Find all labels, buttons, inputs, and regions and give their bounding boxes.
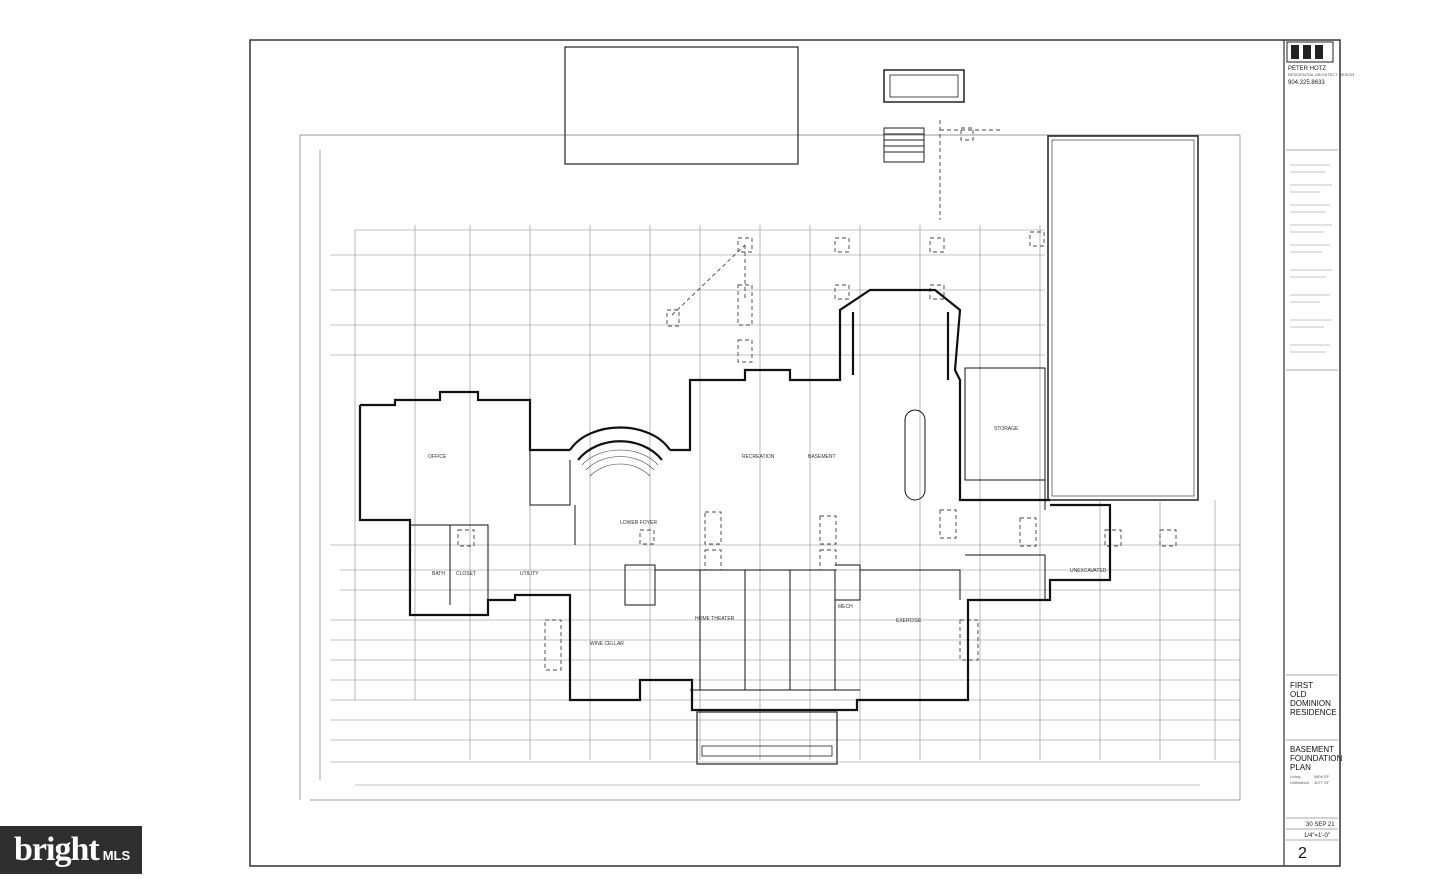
area-unfinished-label: Unfinished — [1290, 780, 1309, 785]
area-living-label: Living — [1290, 774, 1300, 779]
room-home-theater: HOME THEATER — [695, 616, 735, 622]
sheet-title-line-2: FOUNDATION — [1290, 754, 1343, 763]
room-recreation: RECREATION — [742, 454, 775, 460]
room-lower-foyer: LOWER FOYER — [620, 520, 657, 526]
foundation-walls — [358, 288, 1112, 712]
setback-lines — [299, 134, 1241, 801]
right-slab-rect — [1047, 135, 1199, 501]
room-unexcavated: UNEXCAVATED — [1070, 568, 1107, 574]
room-exercise: EXERCISE — [896, 618, 922, 624]
firm-name: PETER HOTZ — [1288, 66, 1326, 72]
room-mech: MECH — [838, 604, 853, 610]
sheet-number: 2 — [1298, 845, 1307, 862]
interior-walls — [410, 367, 1046, 691]
title-block: PETER HOTZ RESIDENTIAL ARCHITECT DESIGN … — [1286, 41, 1354, 862]
sheet-title-line-3: PLAN — [1290, 763, 1311, 772]
bottom-slab-rect — [696, 711, 838, 765]
project-line-1: FIRST — [1290, 681, 1313, 690]
room-office: OFFICE — [428, 454, 447, 460]
room-wine-cellar: WINE CELLAR — [590, 641, 624, 647]
project-line-4: RESIDENCE — [1290, 708, 1337, 717]
watermark-brand: bright — [14, 831, 100, 868]
firm-phone: 904.325.8633 — [1288, 80, 1325, 86]
room-bath: BATH — [432, 571, 445, 577]
room-basement: BASEMENT — [808, 454, 836, 460]
firm-subtitle: RESIDENTIAL ARCHITECT DESIGN — [1288, 72, 1354, 77]
top-small-rect — [883, 69, 965, 103]
room-labels: OFFICE RECREATION BASEMENT STORAGE LOWER… — [428, 426, 1107, 647]
sheet-border — [249, 39, 1341, 867]
area-unfinished-value: 1077 SF — [1314, 780, 1330, 785]
top-slab-rect — [564, 46, 799, 165]
curved-stair — [581, 449, 659, 477]
sheet-date: 30 SEP 21 — [1306, 822, 1335, 828]
room-closet: CLOSET — [456, 571, 476, 577]
room-storage: STORAGE — [994, 426, 1019, 432]
sheet-title-line-1: BASEMENT — [1290, 745, 1334, 754]
room-utility: UTILITY — [520, 571, 539, 577]
footings — [457, 120, 1177, 671]
bright-mls-watermark: bright MLS — [0, 826, 142, 874]
project-line-2: OLD — [1290, 690, 1307, 699]
area-living-value: 5804 SF — [1314, 774, 1330, 779]
exterior-stair — [883, 127, 925, 163]
watermark-suffix: MLS — [102, 847, 131, 863]
project-line-3: DOMINION — [1290, 699, 1331, 708]
grid-lines — [330, 225, 1240, 786]
sheet-scale: 1/4"=1'-0" — [1304, 833, 1330, 839]
